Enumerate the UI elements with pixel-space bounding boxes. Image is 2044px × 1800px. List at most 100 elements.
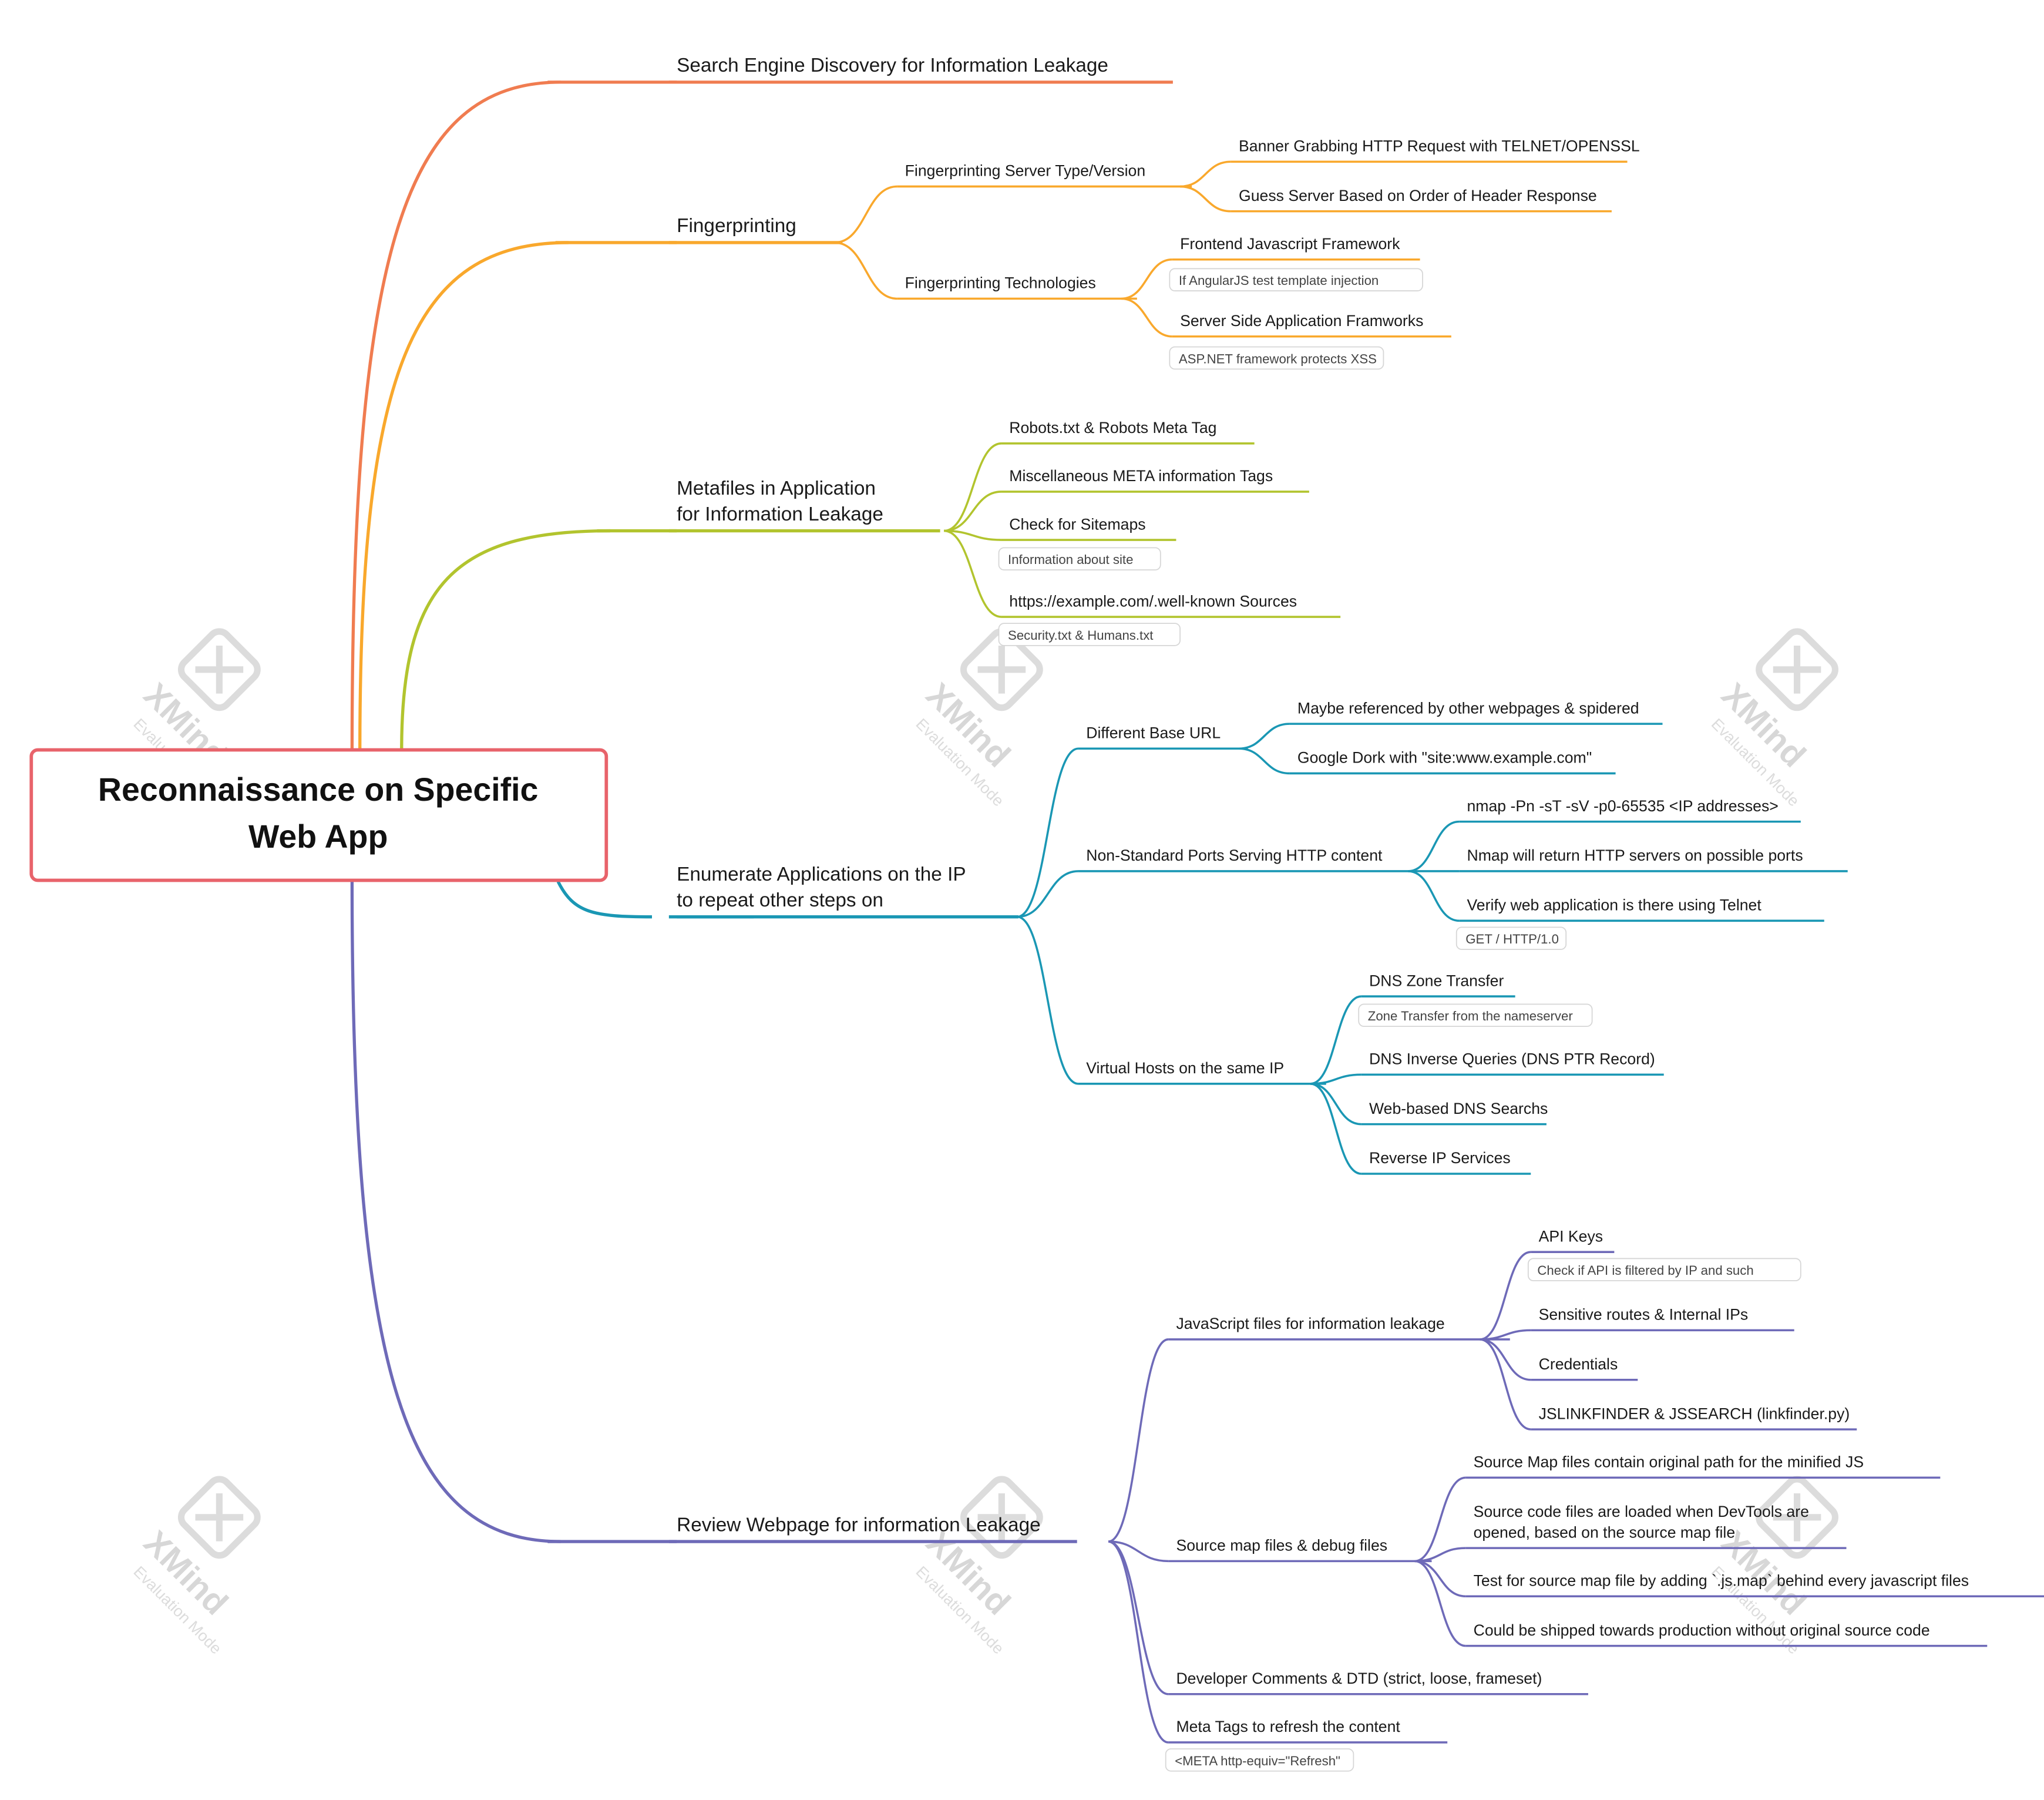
connector-nmap-pn-st-sv-p0-65535-ip-addresses — [1408, 820, 1460, 872]
xmind-logo-icon — [1756, 628, 1838, 711]
topic-robots-txt-robots-meta-tag: Robots.txt & Robots Meta Tag — [1009, 419, 1216, 436]
branch-topic-fingerprinting: Fingerprinting — [677, 215, 796, 237]
topic-server-side-application-framworks: Server Side Application Framworks — [1180, 312, 1423, 330]
topic-web-based-dns-searchs: Web-based DNS Searchs — [1369, 1100, 1548, 1117]
topic-maybe-referenced-by-other-webpages-spide: Maybe referenced by other webpages & spi… — [1297, 699, 1639, 717]
topic-developer-comments-dtd-strict-loose-fram: Developer Comments & DTD (strict, loose,… — [1176, 1670, 1542, 1687]
connector-robots-txt-robots-meta-tag — [944, 442, 1002, 532]
branch-topic-enumerate-line-2: to repeat other steps on — [677, 889, 883, 911]
topic-jslinkfinder-jssearch-linkfinder-py: JSLINKFINDER & JSSEARCH (linkfinder.py) — [1539, 1405, 1850, 1422]
topic-nmap-will-return-http-servers-on-possibl: Nmap will return HTTP servers on possibl… — [1467, 847, 1803, 864]
connector-dns-inverse-queries-dns-ptr-record — [1310, 1073, 1361, 1085]
connector-meta-tags-to-refresh-the-content — [1108, 1540, 1169, 1744]
note-information-about-site-box — [998, 547, 1161, 571]
topic-different-base-url: Different Base URL — [1086, 724, 1221, 742]
connector-api-keys — [1480, 1251, 1531, 1341]
topic-google-dork-with-site-www-example-com: Google Dork with "site:www.example.com" — [1297, 749, 1592, 767]
xmind-logo-icon — [960, 1476, 1043, 1559]
connector-fingerprinting-server-type-version — [834, 185, 897, 244]
topic-dns-zone-transfer: DNS Zone Transfer — [1369, 972, 1504, 989]
connector-dns-zone-transfer — [1310, 995, 1361, 1085]
xmind-logo-icon — [1756, 1476, 1838, 1559]
branch-topic-enumerate-line-1: Enumerate Applications on the IP — [677, 864, 966, 885]
note-check-if-api-is-filtered-by-ip-and-such: Check if API is filtered by IP and such — [1537, 1263, 1753, 1278]
topic-meta-tags-to-refresh-the-content: Meta Tags to refresh the content — [1176, 1718, 1400, 1735]
nodes-layer: Search Engine Discovery for Information … — [29, 55, 1969, 1772]
connector-frontend-javascript-framework — [1121, 258, 1172, 300]
note-security-txt-humans-txt-box — [998, 623, 1181, 646]
branch-topic-metafiles-line-2: for Information Leakage — [677, 503, 883, 525]
connector-jslinkfinder-jssearch-linkfinder-py — [1480, 1338, 1531, 1430]
note-zone-transfer-from-the-nameserver-box — [1358, 1003, 1593, 1027]
topic-credentials: Credentials — [1539, 1355, 1618, 1373]
topic-dns-inverse-queries-dns-ptr-record: DNS Inverse Queries (DNS PTR Record) — [1369, 1050, 1655, 1068]
topic-sensitive-routes-internal-ips: Sensitive routes & Internal IPs — [1539, 1306, 1749, 1324]
topic-source-code-files-are-loaded-when-devtoo-line-2: opened, based on the source map file — [1474, 1523, 1736, 1541]
branch-connector-search — [350, 80, 561, 750]
topic-reverse-ip-services: Reverse IP Services — [1369, 1149, 1511, 1167]
root-topic-line-1: Reconnaissance on Specific — [98, 771, 539, 808]
note-if-angularjs-test-template-injection: If AngularJS test template injection — [1179, 273, 1379, 288]
branch-connector-review — [350, 880, 561, 1543]
connector-https-example-com-well-known-sources — [944, 529, 1002, 618]
connector-guess-server-based-on-order-of-header-re — [1180, 185, 1231, 213]
branch-connector-metafiles — [400, 529, 610, 750]
topic-source-code-files-are-loaded-when-devtoo-line-1: Source code files are loaded when DevToo… — [1474, 1503, 1809, 1520]
connector-source-code-files-are-loaded-when-devtoo — [1414, 1547, 1466, 1563]
topic-miscellaneous-meta-information-tags: Miscellaneous META information Tags — [1009, 467, 1273, 485]
connector-google-dork-with-site-www-example-com — [1238, 747, 1290, 775]
topic-non-standard-ports-serving-http-content: Non-Standard Ports Serving HTTP content — [1086, 847, 1383, 864]
xmind-logo-icon — [177, 628, 261, 711]
note-get-http-1-0-box — [1455, 926, 1567, 951]
xmind-logo-icon — [177, 1476, 261, 1559]
topic-api-keys: API Keys — [1539, 1227, 1603, 1245]
connector-web-based-dns-searchs — [1310, 1083, 1361, 1126]
topic-banner-grabbing-http-request-with-telnet: Banner Grabbing HTTP Request with TELNET… — [1239, 137, 1640, 155]
note-meta-http-equiv-refresh: <META http-equiv="Refresh" — [1175, 1754, 1340, 1768]
branch-topic-review: Review Webpage for information Leakage — [677, 1514, 1040, 1536]
connector-credentials — [1480, 1338, 1531, 1381]
branch-connector-fingerprinting — [358, 241, 569, 750]
note-information-about-site: Information about site — [1008, 552, 1133, 567]
connector-test-for-source-map-file-by-adding-js-ma — [1414, 1560, 1466, 1598]
note-meta-http-equiv-refresh-box — [1165, 1748, 1354, 1772]
branch-topic-search: Search Engine Discovery for Information … — [677, 55, 1108, 76]
connectors-layer — [350, 80, 2044, 1744]
topic-fingerprinting-server-type-version: Fingerprinting Server Type/Version — [905, 162, 1145, 180]
topic-guess-server-based-on-order-of-header-re: Guess Server Based on Order of Header Re… — [1239, 187, 1597, 204]
xmind-logo-icon — [960, 628, 1043, 711]
connector-reverse-ip-services — [1310, 1083, 1361, 1175]
topic-test-for-source-map-file-by-adding-js-ma: Test for source map file by adding `.js.… — [1474, 1572, 1969, 1590]
connector-verify-web-application-is-there-using-te — [1408, 870, 1460, 922]
root-topic-box — [29, 748, 609, 882]
topic-nmap-pn-st-sv-p0-65535-ip-addresses: nmap -Pn -sT -sV -p0-65535 <IP addresses… — [1467, 797, 1779, 815]
topic-source-map-files-contain-original-path-f: Source Map files contain original path f… — [1474, 1453, 1864, 1471]
root-topic-line-2: Web App — [248, 818, 388, 855]
note-if-angularjs-test-template-injection-box — [1169, 268, 1423, 291]
connector-developer-comments-dtd-strict-loose-fram — [1108, 1540, 1169, 1695]
connector-server-side-application-framworks — [1121, 297, 1172, 338]
note-security-txt-humans-txt: Security.txt & Humans.txt — [1008, 628, 1153, 643]
topic-fingerprinting-technologies: Fingerprinting Technologies — [905, 274, 1096, 292]
topic-https-example-com-well-known-sources: https://example.com/.well-known Sources — [1009, 592, 1297, 610]
connector-could-be-shipped-towards-production-with — [1414, 1560, 1466, 1647]
connector-javascript-files-for-information-leakage — [1108, 1338, 1169, 1543]
connector-source-map-files-contain-original-path-f — [1414, 1476, 1466, 1563]
connector-sensitive-routes-internal-ips — [1480, 1329, 1531, 1341]
note-zone-transfer-from-the-nameserver: Zone Transfer from the nameserver — [1368, 1009, 1574, 1023]
topic-frontend-javascript-framework: Frontend Javascript Framework — [1180, 235, 1400, 253]
topic-source-map-files-debug-files: Source map files & debug files — [1176, 1537, 1387, 1554]
branch-topic-metafiles-line-1: Metafiles in Application — [677, 478, 876, 499]
topic-could-be-shipped-towards-production-with: Could be shipped towards production with… — [1474, 1621, 1930, 1639]
note-asp-net-framework-protects-xss: ASP.NET framework protects XSS — [1179, 351, 1377, 366]
connector-non-standard-ports-serving-http-content — [1017, 870, 1078, 918]
connector-check-for-sitemaps — [944, 529, 1001, 541]
connector-fingerprinting-technologies — [834, 241, 897, 300]
connector-banner-grabbing-http-request-with-telnet — [1180, 160, 1231, 188]
connector-different-base-url — [1017, 747, 1079, 918]
